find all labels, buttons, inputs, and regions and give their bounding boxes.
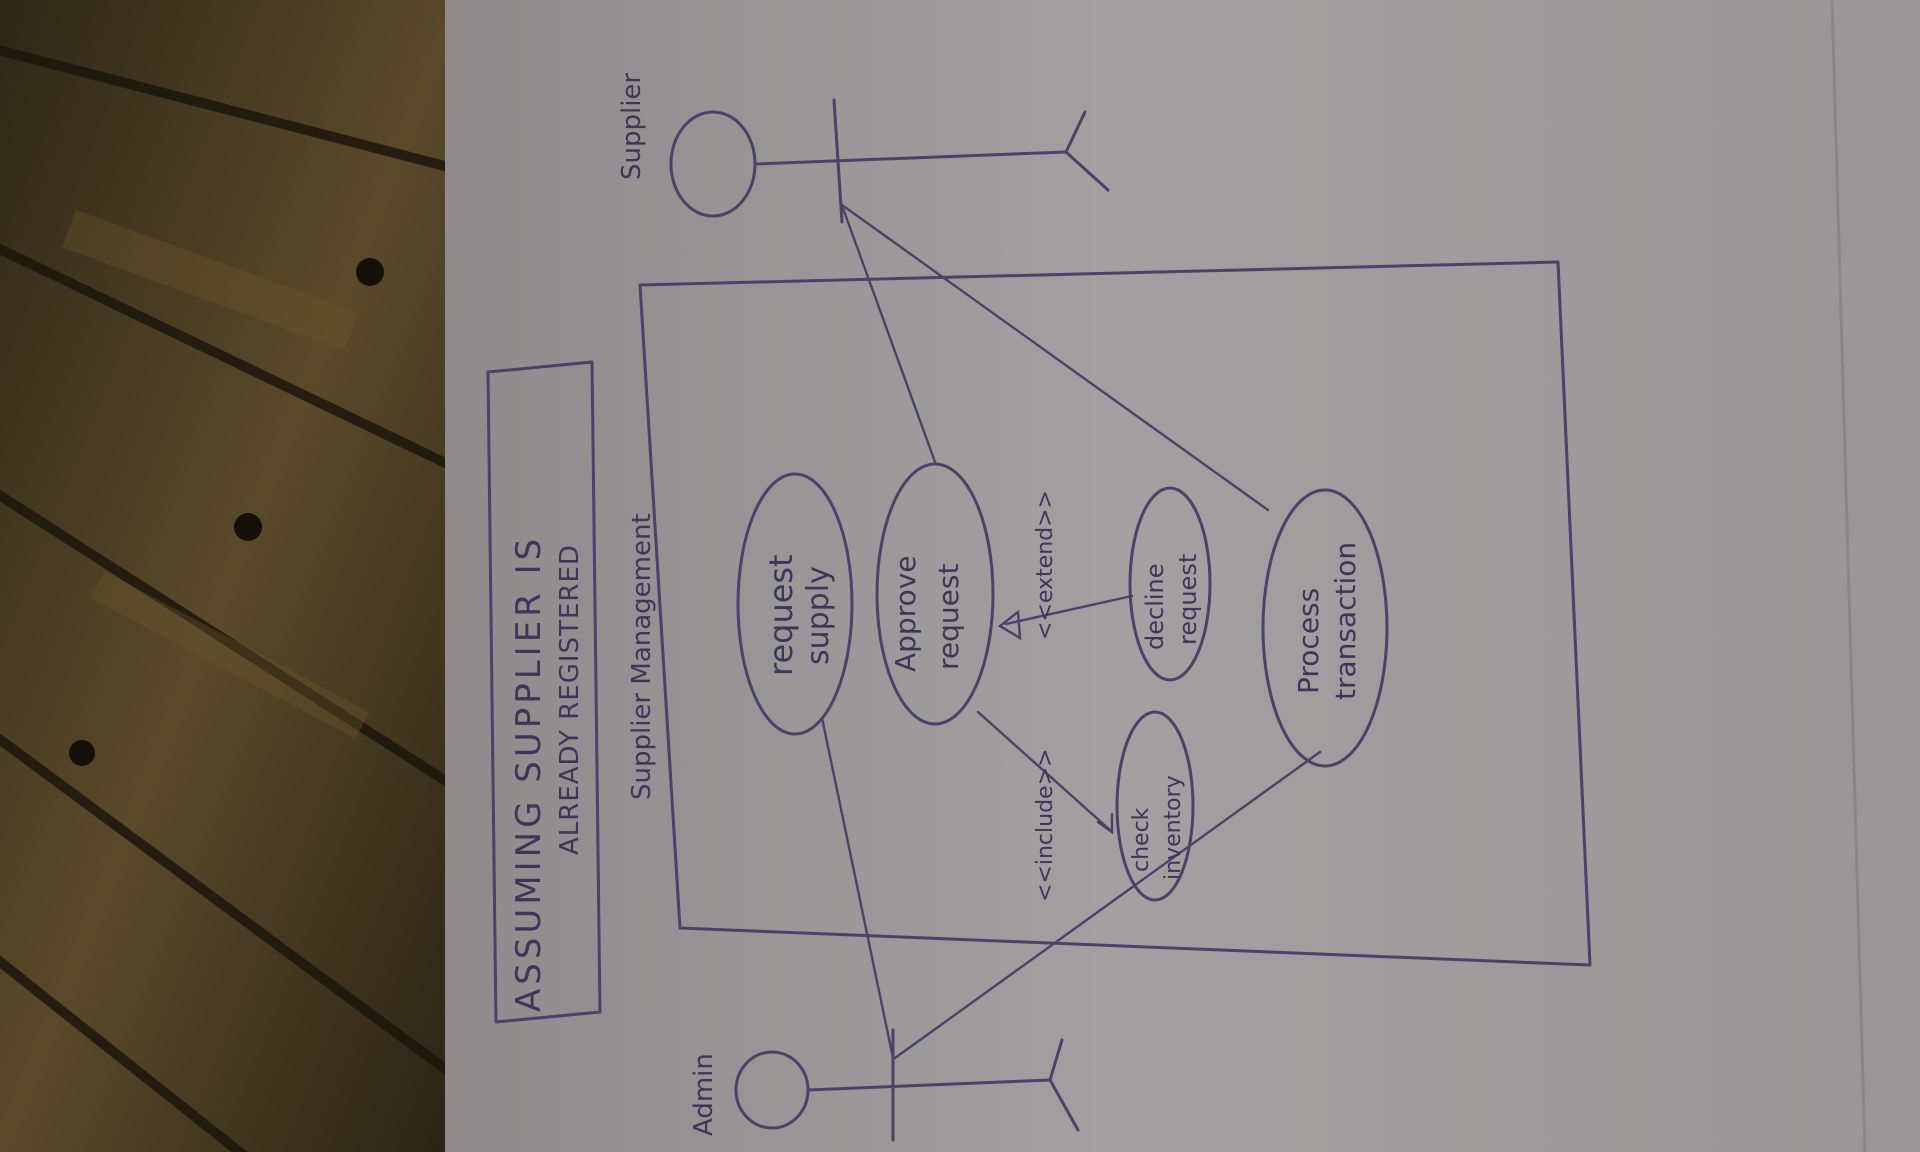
paper-sheet bbox=[445, 0, 1920, 1152]
extend-label: <<extend>> bbox=[1033, 490, 1058, 640]
actor-supplier bbox=[669, 98, 1110, 224]
admin-head bbox=[734, 1050, 810, 1130]
use-case-decline-request: decline request bbox=[1128, 486, 1212, 682]
supplier-body bbox=[753, 150, 1068, 166]
admin-body bbox=[806, 1078, 1052, 1092]
extend-arrow-head bbox=[997, 609, 1022, 641]
note-box bbox=[486, 360, 602, 1024]
include-label: <<include>> bbox=[1033, 749, 1058, 902]
supplier-head bbox=[669, 110, 757, 218]
associations bbox=[820, 198, 1322, 1060]
process-transaction-line-1: Process bbox=[1292, 588, 1325, 694]
extend-relation: <<extend>> bbox=[997, 490, 1134, 641]
use-case-approve-request: Approve request bbox=[875, 462, 995, 726]
use-case-request-supply: request supply bbox=[736, 472, 854, 736]
supplier-process-line bbox=[840, 203, 1270, 512]
approve-request-line-2: request bbox=[932, 564, 965, 670]
wooden-table-background bbox=[0, 0, 460, 1152]
actor-admin bbox=[734, 1028, 1080, 1142]
include-relation: <<include>> bbox=[976, 710, 1114, 902]
request-supply-line-1: request bbox=[762, 554, 800, 676]
decline-request-line-2: request bbox=[1174, 554, 1202, 645]
check-inventory-line-2: inventory bbox=[1161, 775, 1186, 880]
approve-request-line-1: Approve bbox=[889, 555, 922, 672]
include-arrow-line bbox=[976, 710, 1112, 832]
note-line-1: ASSUMING SUPPLIER IS bbox=[509, 535, 549, 1012]
admin-request-line bbox=[820, 716, 895, 1060]
include-arrow-head bbox=[1096, 812, 1114, 835]
system-boundary bbox=[638, 260, 1592, 967]
actor-supplier-label: Supplier bbox=[617, 73, 647, 180]
request-supply-line-2: supply bbox=[801, 566, 836, 665]
extend-arrow-line bbox=[1004, 594, 1134, 626]
decline-request-line-1: decline bbox=[1141, 563, 1169, 650]
process-transaction-line-2: transaction bbox=[1329, 542, 1362, 700]
note-line-2: ALREADY REGISTERED bbox=[555, 544, 585, 855]
supplier-approve-line bbox=[838, 198, 937, 464]
actor-admin-label: Admin bbox=[689, 1053, 719, 1136]
check-inventory-line-1: check bbox=[1129, 807, 1154, 872]
use-case-process-transaction: Process transaction bbox=[1261, 488, 1389, 768]
system-name: Supplier Management bbox=[627, 513, 657, 800]
admin-process-line bbox=[893, 750, 1322, 1060]
admin-legs bbox=[1048, 1038, 1080, 1132]
supplier-legs bbox=[1064, 110, 1110, 192]
use-case-check-inventory: check inventory bbox=[1115, 710, 1195, 902]
